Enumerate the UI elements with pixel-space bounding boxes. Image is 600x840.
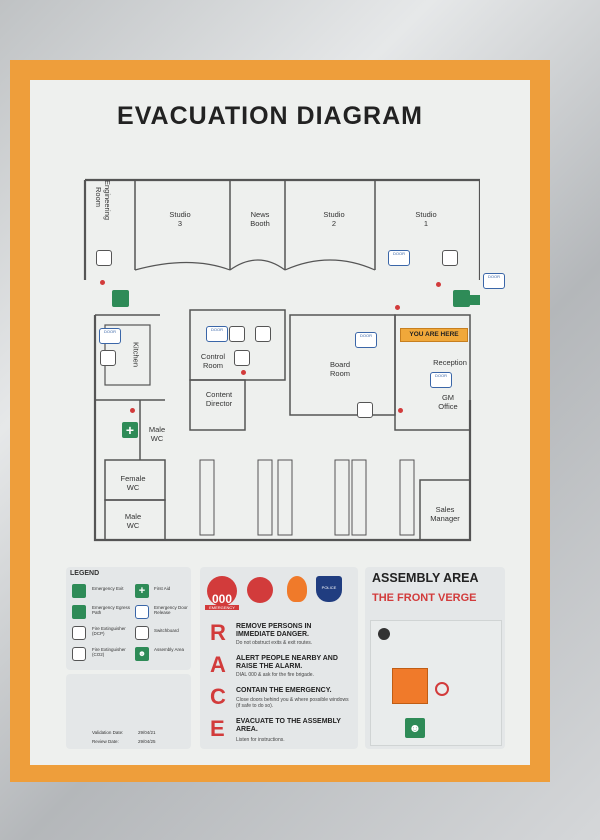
door-release-icon: DOOR <box>206 326 228 342</box>
door-release-icon: DOOR <box>99 328 121 344</box>
location-dot <box>395 305 400 310</box>
you-are-here-marker: YOU ARE HERE <box>400 328 468 342</box>
room-studio-1: Studio 1 <box>415 210 437 228</box>
location-dot <box>398 408 403 413</box>
fire-extinguisher-icon <box>357 402 373 418</box>
building-marker <box>392 668 428 704</box>
room-engineering: Engineering Room <box>94 180 112 221</box>
fire-extinguisher-icon <box>72 626 86 640</box>
fire-brigade-icon <box>247 577 273 603</box>
fire-extinguisher-icon <box>96 250 112 266</box>
legend-item-assembly: Assembly Area <box>154 647 185 652</box>
location-dot <box>100 280 105 285</box>
legend-item-extinguisher-co2: Fire Extinguisher (CO2) <box>92 647 126 657</box>
location-dot <box>435 682 449 696</box>
race-c-sub: Close doors behind you & where possible … <box>236 697 349 709</box>
police-icon <box>316 576 342 602</box>
validation-panel <box>66 674 191 749</box>
door-release-icon: DOOR <box>388 250 410 266</box>
fire-extinguisher-icon <box>72 647 86 661</box>
race-letter-a: A <box>210 652 226 677</box>
fire-extinguisher-icon <box>255 326 271 342</box>
room-studio-2: Studio 2 <box>323 210 345 228</box>
floor-plan <box>83 178 480 542</box>
diagram-title: EVACUATION DIAGRAM <box>117 102 423 130</box>
assembly-map <box>370 620 502 746</box>
review-label: Review Date: <box>92 739 119 744</box>
door-release-icon <box>135 605 149 619</box>
room-control: Control Room <box>200 352 226 370</box>
race-r-heading: REMOVE PERSONS IN IMMEDIATE DANGER. <box>236 623 312 638</box>
legend-item-switchboard: Switchboard <box>154 628 179 633</box>
room-male-wc-2: Male WC <box>124 512 142 530</box>
race-letter-r: R <box>210 620 226 645</box>
room-studio-3: Studio 3 <box>169 210 191 228</box>
emergency-exit-icon <box>72 584 86 598</box>
emergency-exit-icon <box>112 290 129 307</box>
fire-extinguisher-icon <box>229 326 245 342</box>
flame-icon <box>287 576 307 602</box>
emergency-number: 000 <box>211 592 233 606</box>
race-a-heading: ALERT PEOPLE NEARBY AND RAISE THE ALARM. <box>236 655 338 670</box>
first-aid-icon: + <box>122 422 138 438</box>
police-word: POLICE <box>321 585 337 590</box>
assembly-area-icon: ☻ <box>405 718 425 738</box>
door-release-icon: DOOR <box>483 273 505 289</box>
room-female-wc: Female WC <box>120 474 146 492</box>
location-dot <box>241 370 246 375</box>
race-letter-e: E <box>210 716 225 741</box>
race-e-heading: EVACUATE TO THE ASSEMBLY AREA. <box>236 718 341 733</box>
egress-path-icon <box>72 605 86 619</box>
race-c-heading: CONTAIN THE EMERGENCY. <box>236 687 332 694</box>
emergency-exit-icon <box>453 290 470 307</box>
assembly-area-icon: ☻ <box>135 647 149 661</box>
door-release-icon: DOOR <box>430 372 452 388</box>
fire-extinguisher-icon <box>442 250 458 266</box>
legend-panel <box>66 567 191 670</box>
door-release-icon: DOOR <box>355 332 377 348</box>
location-dot <box>130 408 135 413</box>
room-male-wc-1: Male WC <box>148 425 166 443</box>
room-sales-manager: Sales Manager <box>430 505 460 523</box>
validation-label: Validation Date: <box>92 730 124 735</box>
review-date: 29/04/25 <box>138 739 156 744</box>
phone-icon <box>207 576 237 606</box>
location-dot <box>436 282 441 287</box>
legend-item-extinguisher-dcp: Fire Extinguisher (DCP) <box>92 626 126 636</box>
assembly-location: THE FRONT VERGE <box>372 592 477 604</box>
switchboard-icon <box>135 626 149 640</box>
room-gm-office: GM Office <box>438 393 458 411</box>
race-letter-c: C <box>210 684 226 709</box>
room-news-booth: News Booth <box>250 210 270 228</box>
room-kitchen: Kitchen <box>131 341 141 368</box>
compass-icon <box>378 628 390 640</box>
race-a-sub: DIAL 000 & ask for the fire brigade. <box>236 672 314 678</box>
room-board: Board Room <box>329 360 350 378</box>
race-e-sub: Listen for instructions. <box>236 737 285 743</box>
switchboard-icon <box>234 350 250 366</box>
fire-extinguisher-icon <box>100 350 116 366</box>
emergency-word: EMERGENCY <box>205 605 239 610</box>
validation-date: 29/04/21 <box>138 730 156 735</box>
assembly-title: ASSEMBLY AREA <box>372 571 479 585</box>
room-reception: Reception <box>433 358 467 367</box>
race-r-sub: Do not obstruct exits & exit routes. <box>236 640 313 646</box>
legend-item-exit: Emergency Exit <box>92 586 124 591</box>
legend-item-door-release: Emergency Door Release <box>154 605 188 615</box>
room-content-director: Content Director <box>205 390 233 408</box>
legend-title: LEGEND <box>70 570 100 577</box>
legend-item-first-aid: First Aid <box>154 586 171 591</box>
first-aid-icon: + <box>135 584 149 598</box>
legend-item-egress: Emergency Egress Path <box>92 605 131 615</box>
